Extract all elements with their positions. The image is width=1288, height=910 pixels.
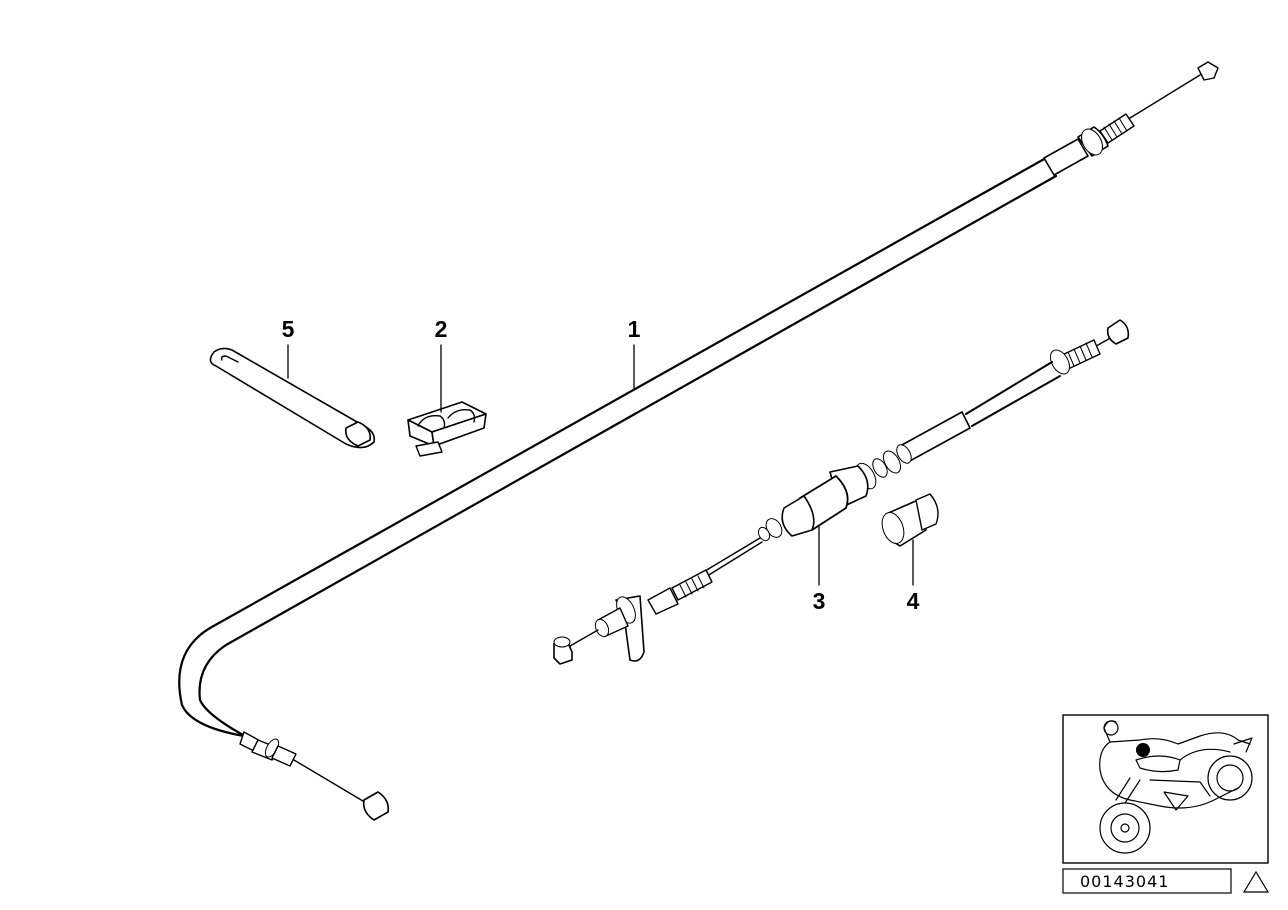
callout-3: 3 xyxy=(813,588,826,614)
callout-2: 2 xyxy=(435,316,448,342)
part-4-rubber-boot[interactable] xyxy=(878,493,939,586)
callout-5: 5 xyxy=(282,316,295,342)
diagram-number-box: 00143041 xyxy=(1062,868,1232,894)
part-2-clip[interactable] xyxy=(407,344,487,457)
callout-1: 1 xyxy=(628,316,641,342)
part-1-long-cable[interactable] xyxy=(178,61,1219,821)
warning-triangle-icon xyxy=(1242,870,1270,893)
locator-marker xyxy=(1136,743,1150,757)
motorcycle-locator-icon xyxy=(1062,714,1269,864)
callout-4: 4 xyxy=(907,588,920,614)
diagram-number: 00143041 xyxy=(1080,872,1169,891)
part-5-strap[interactable] xyxy=(209,344,376,449)
part-3-adjuster-cable[interactable] xyxy=(553,319,1130,665)
